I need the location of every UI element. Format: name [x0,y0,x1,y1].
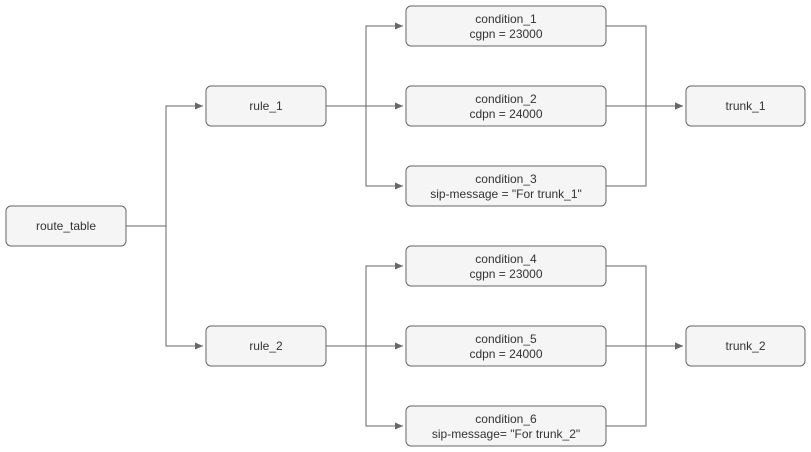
node-condition-5-title: condition_5 [475,332,537,346]
node-trunk-2-label: trunk_2 [725,339,765,353]
node-condition-4-title: condition_4 [475,252,537,266]
node-condition-3[interactable]: condition_3 sip-message = "For trunk_1" [405,165,607,207]
node-condition-1[interactable]: condition_1 cgpn = 23000 [405,5,607,47]
edge-rule-1-to-condition-1 [326,22,403,107]
node-condition-2[interactable]: condition_2 cdpn = 24000 [405,85,607,127]
node-condition-2-title: condition_2 [475,92,537,106]
edge-route-table-to-rule-2 [126,225,203,350]
node-route-table[interactable]: route_table [5,205,127,247]
node-trunk-1[interactable]: trunk_1 [685,85,806,127]
edge-condition-3-to-trunk-1 [606,102,683,187]
edge-condition-6-to-trunk-2 [606,342,683,427]
nodes: route_table rule_1 rule_2 condition_1 cg… [5,5,806,447]
node-condition-5[interactable]: condition_5 cdpn = 24000 [405,325,607,367]
node-route-table-label: route_table [36,219,96,233]
edge-rule-2-to-condition-6 [326,345,403,430]
node-condition-3-title: condition_3 [475,172,537,186]
edge-route-table-to-rule-1 [126,102,203,227]
node-rule-1-label: rule_1 [249,99,283,113]
node-condition-3-rule: sip-message = "For trunk_1" [430,187,582,201]
node-condition-1-rule: cgpn = 23000 [469,27,542,41]
node-condition-6[interactable]: condition_6 sip-message= "For trunk_2" [405,405,607,447]
edge-condition-1-to-trunk-1 [606,25,683,110]
node-condition-2-rule: cdpn = 24000 [469,107,542,121]
edge-condition-4-to-trunk-2 [606,265,683,350]
node-trunk-2[interactable]: trunk_2 [685,325,806,367]
node-condition-6-title: condition_6 [475,412,537,426]
node-rule-1[interactable]: rule_1 [205,85,327,127]
node-condition-4[interactable]: condition_4 cgpn = 23000 [405,245,607,287]
node-condition-4-rule: cgpn = 23000 [469,267,542,281]
node-rule-2[interactable]: rule_2 [205,325,327,367]
node-condition-1-title: condition_1 [475,12,537,26]
edge-rule-2-to-condition-4 [326,262,403,347]
edge-rule-1-to-condition-3 [326,105,403,190]
node-condition-6-rule: sip-message= "For trunk_2" [432,427,580,441]
node-condition-5-rule: cdpn = 24000 [469,347,542,361]
edges [126,22,683,430]
node-trunk-1-label: trunk_1 [725,99,765,113]
node-rule-2-label: rule_2 [249,339,283,353]
